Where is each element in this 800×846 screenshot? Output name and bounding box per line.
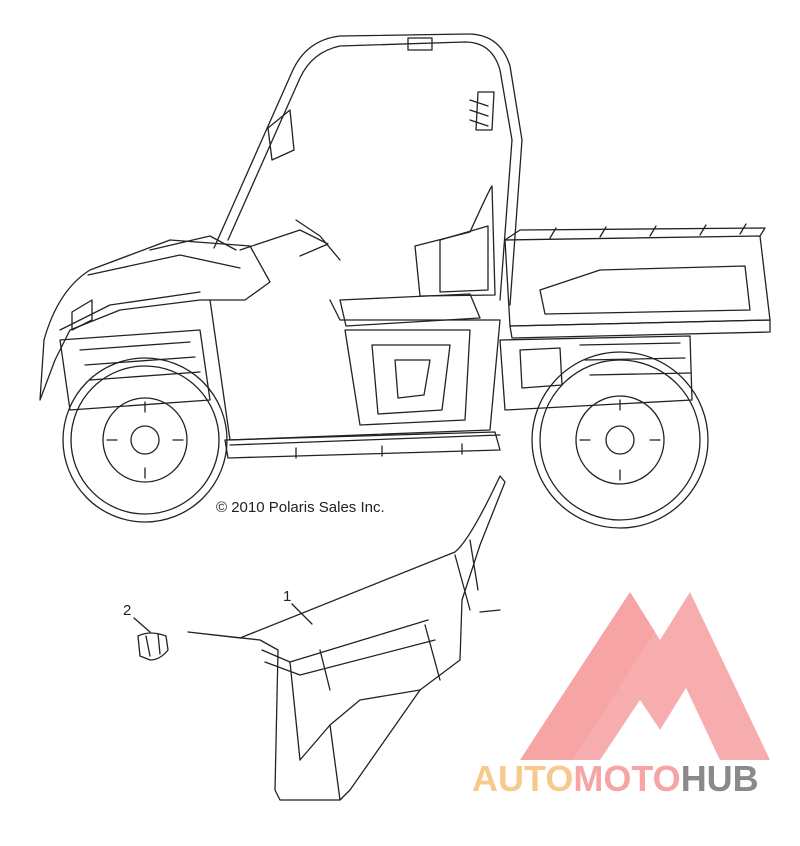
side-panel [209, 299, 501, 459]
part-1-door-net [187, 475, 506, 801]
seat [339, 185, 496, 327]
callout-leaders [133, 603, 313, 633]
front-wheel [62, 357, 228, 523]
callout-2: 2 [123, 602, 132, 619]
callout-1: 1 [283, 588, 292, 605]
front-body [39, 219, 341, 401]
copyright-notice: © 2010 Polaris Sales Inc. [216, 499, 385, 516]
automotohub-wordmark: AUTOMOTOHUB [472, 758, 759, 800]
automotohub-logo [520, 592, 770, 760]
wordmark-moto: MOTO [573, 758, 681, 799]
wordmark-hub: HUB [680, 758, 759, 799]
wordmark-auto: AUTO [472, 758, 574, 799]
rear-wheel [531, 351, 709, 529]
part-2-clip [137, 632, 169, 661]
roll-cage [213, 33, 523, 306]
cargo-bed [504, 223, 771, 339]
chassis [59, 329, 693, 446]
